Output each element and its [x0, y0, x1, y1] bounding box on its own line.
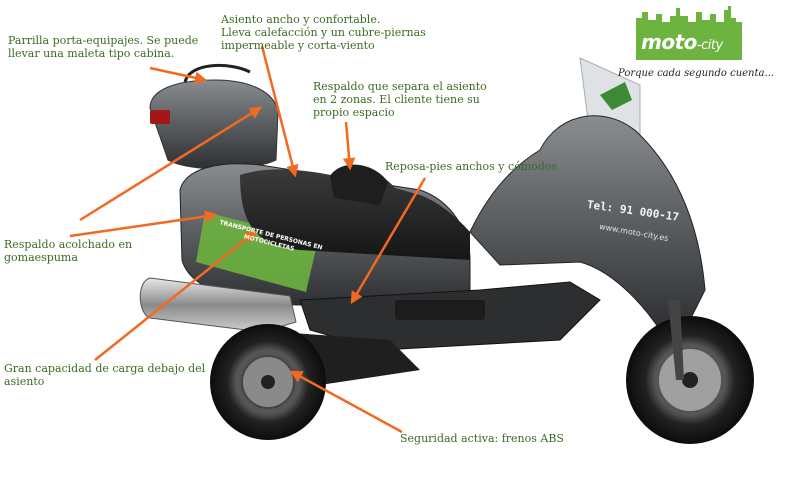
side-panel — [196, 212, 318, 292]
arrow-respaldo-zonas — [342, 121, 356, 171]
arrow-carga — [94, 230, 257, 361]
arrow-parrilla — [149, 66, 208, 84]
front-hub — [682, 372, 698, 388]
label-parrilla: Parrilla porta-equipajes. Se puede lleva… — [8, 34, 199, 60]
brand-name-suffix: -city — [696, 38, 723, 53]
brand-name: moto — [641, 30, 697, 54]
label-abs: Seguridad activa: frenos ABS — [400, 432, 564, 445]
arrow-reposapies — [350, 177, 427, 305]
backrest — [330, 164, 388, 205]
arrow-top-case — [79, 106, 263, 222]
arrow-asiento — [260, 45, 299, 178]
top-case-reflector — [150, 110, 170, 124]
front-fork — [668, 300, 684, 380]
brand-slogan: Porque cada segundo cuenta... — [618, 68, 775, 79]
footrest-plate — [395, 300, 485, 320]
brand-logo: moto-city — [641, 30, 741, 54]
label-asiento: Asiento ancho y confortable. Lleva calef… — [221, 13, 426, 52]
label-reposapies: Reposa-pies anchos y cómodos — [385, 160, 558, 173]
arrow-acolchado — [69, 210, 218, 238]
arrow-abs — [289, 370, 403, 434]
logo-skyline — [636, 6, 742, 28]
rear-hub — [261, 375, 275, 389]
seat — [240, 169, 470, 260]
top-case — [149, 79, 279, 170]
label-respaldo-zonas: Respaldo que separa el asiento en 2 zona… — [313, 80, 487, 119]
mirror — [600, 82, 632, 110]
label-acolchado: Respaldo acolchado en gomaespuma — [4, 238, 133, 264]
luggage-rack — [183, 63, 251, 83]
front-body — [469, 115, 706, 331]
label-carga: Gran capacidad de carga debajo del asien… — [4, 362, 206, 388]
logo-block — [636, 28, 742, 60]
